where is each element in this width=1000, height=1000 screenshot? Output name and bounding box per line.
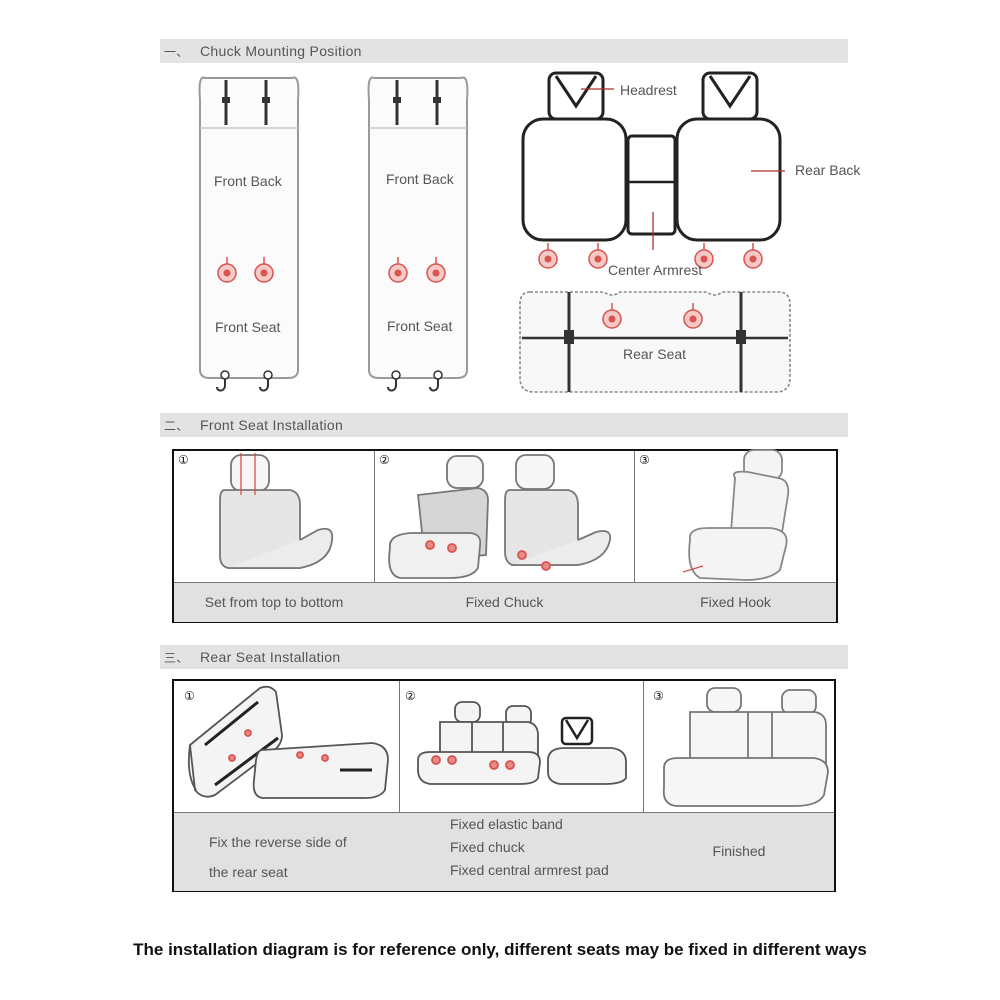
section-header-rear-seat-installation: 三、 Rear Seat Installation: [160, 645, 848, 669]
front-seat-label: Front Seat: [215, 319, 281, 335]
front-seat-label-2: Front Seat: [387, 318, 453, 334]
seat-illustration: [219, 453, 334, 569]
rear-back-cover: [521, 71, 785, 269]
section-number: 二、: [164, 418, 189, 433]
section-number: 一、: [164, 44, 189, 59]
rear-seat-cover: [519, 291, 791, 393]
caption-step-1-line-1: Fix the reverse side of: [209, 834, 347, 850]
seat-illustration: [417, 701, 627, 785]
caption-step-3: Fixed Hook: [700, 593, 771, 610]
front-cover-right: [367, 76, 469, 392]
section-title: Front Seat Installation: [200, 417, 344, 433]
step-number: ③: [653, 689, 664, 703]
section-number: 三、: [164, 650, 189, 665]
section-title: Rear Seat Installation: [200, 649, 341, 665]
step-cell: [174, 451, 375, 621]
rear-back-label: Rear Back: [795, 162, 861, 178]
section-title: Chuck Mounting Position: [200, 43, 362, 59]
footer-note: The installation diagram is for referenc…: [133, 940, 867, 959]
step-number: ①: [178, 453, 189, 467]
caption-step-2: Fixed Chuck: [465, 593, 544, 610]
caption-step-2-line-1: Fixed elastic band: [450, 816, 563, 832]
step-number: ②: [405, 689, 416, 703]
seat-illustration: [187, 685, 389, 799]
front-back-label-2: Front Back: [386, 171, 454, 187]
rear-seat-label: Rear Seat: [623, 346, 687, 362]
caption-step-3: Finished: [712, 843, 766, 859]
caption-row: [174, 582, 836, 622]
center-armrest-label: Center Armrest: [608, 262, 703, 278]
step-number: ②: [379, 453, 390, 467]
step-number: ①: [184, 689, 195, 703]
front-back-label: Front Back: [214, 173, 282, 189]
caption-step-2-line-3: Fixed central armrest pad: [450, 862, 609, 878]
seat-illustration: [388, 454, 612, 579]
section-header-front-seat-installation: 二、 Front Seat Installation: [160, 413, 848, 437]
headrest-label: Headrest: [620, 82, 677, 98]
step-cell: [174, 681, 400, 890]
front-seat-steps-grid: Set from top to bottom Fixed Chuck Fixed…: [172, 449, 838, 623]
caption-row: [174, 812, 834, 891]
step-cell: [400, 681, 644, 890]
caption-step-2-line-2: Fixed chuck: [450, 839, 525, 855]
seat-illustration: [682, 449, 790, 581]
step-number: ③: [639, 453, 650, 467]
section-header-chuck-mounting: 一、 Chuck Mounting Position: [160, 39, 848, 63]
rear-seat-steps-grid: Fix the reverse side of the rear seat Fi…: [172, 679, 836, 892]
caption-step-1: Set from top to bottom: [204, 593, 344, 610]
seat-illustration: [662, 687, 829, 807]
step-cell: [375, 451, 635, 621]
front-cover-left: [198, 76, 300, 392]
caption-step-1-line-2: the rear seat: [209, 864, 288, 880]
